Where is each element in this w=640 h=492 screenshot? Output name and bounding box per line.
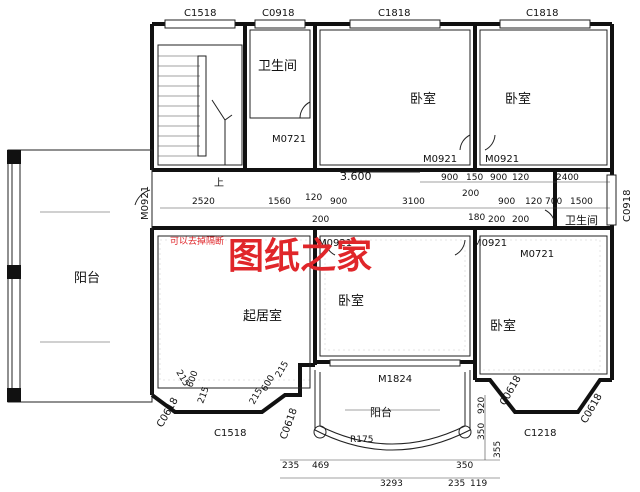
dim-bottom-355: 355	[493, 441, 503, 458]
room-outlines	[157, 29, 608, 389]
dim-200b: 200	[462, 189, 479, 199]
dim-bottom-469: 469	[312, 461, 329, 471]
dim-bay-600a: 600	[185, 369, 200, 389]
stair-up-label: 上	[214, 177, 224, 189]
dim-bottom-235b: 235	[448, 479, 465, 489]
door-label-m0921-c: M0921	[318, 238, 352, 249]
balcony-left	[7, 149, 153, 403]
window-label-c1818-b: C1818	[526, 8, 558, 19]
dim-1560: 1560	[268, 197, 291, 207]
dim-upper-900b: 900	[490, 173, 507, 183]
dim-bottom-920: 920	[477, 397, 487, 414]
door-label-m0921-a: M0921	[423, 154, 457, 165]
door-label-m1824: M1824	[378, 374, 412, 385]
watermark-text: 图纸之家	[228, 235, 372, 277]
dim-120a: 120	[305, 193, 322, 203]
window-label-c1218: C1218	[524, 428, 556, 439]
red-note: 可以去掉隔断	[170, 235, 224, 247]
door-label-m0921-b: M0921	[485, 154, 519, 165]
dim-bottom-3293: 3293	[380, 479, 403, 489]
window-label-c0618-c: C0618	[498, 374, 524, 408]
door-label-m0921-left: M0921	[140, 186, 151, 220]
room-bathroom-top: 卫生间	[258, 59, 297, 74]
dim-upper-120: 120	[512, 173, 529, 183]
top-windows	[164, 19, 617, 367]
window-label-c1518-bottom: C1518	[214, 428, 246, 439]
room-bathroom-right: 卫生间	[565, 213, 598, 227]
balcony-bottom	[313, 370, 472, 451]
dim-bay-215d: 215	[274, 360, 291, 380]
dim-700: 700	[545, 197, 562, 207]
walls	[150, 22, 614, 414]
dim-bay-600b: 600	[260, 373, 277, 393]
room-balcony-left: 阳台	[74, 271, 100, 286]
door-label-m0721-right: M0721	[520, 249, 554, 260]
door-swings	[134, 101, 556, 256]
dim-900b: 900	[498, 197, 515, 207]
room-balcony-bottom: 阳台	[370, 405, 392, 419]
window-label-c0618-b: C0618	[278, 407, 299, 441]
dim-r175: R175	[350, 435, 373, 445]
dim-bottom-119: 119	[470, 479, 487, 489]
dim-200c: 200	[488, 215, 505, 225]
window-label-c1818-a: C1818	[378, 8, 410, 19]
staircase	[157, 44, 243, 166]
dim-bottom-350a: 350	[456, 461, 473, 471]
dim-200d: 200	[512, 215, 529, 225]
room-bedroom-2: 卧室	[505, 91, 531, 107]
room-living: 起居室	[243, 308, 282, 324]
window-label-c0918-right: C0918	[622, 190, 633, 222]
dim-900a: 900	[330, 197, 347, 207]
dimension-lines	[160, 181, 610, 479]
dim-200a: 200	[312, 215, 329, 225]
door-label-m0921-d: M0921	[473, 238, 507, 249]
room-bedroom-1: 卧室	[410, 91, 436, 107]
window-label-c1518-top: C1518	[184, 8, 216, 19]
dim-180: 180	[468, 213, 485, 223]
dim-upper-2400: 2400	[556, 173, 579, 183]
dim-120b: 120	[525, 197, 542, 207]
dim-upper-150: 150	[466, 173, 483, 183]
elevation-label: 3.600	[340, 170, 372, 183]
room-bedroom-3: 卧室	[338, 293, 364, 309]
window-label-c0618-d: C0618	[579, 392, 605, 426]
dim-3100: 3100	[402, 197, 425, 207]
background-hatch	[159, 239, 601, 381]
dim-upper-900a: 900	[441, 173, 458, 183]
dim-1500: 1500	[570, 197, 593, 207]
window-label-c0918-top: C0918	[262, 8, 294, 19]
dim-2520: 2520	[192, 197, 215, 207]
dim-bottom-235a: 235	[282, 461, 299, 471]
door-label-m0721-top: M0721	[272, 134, 306, 145]
room-bedroom-4: 卧室	[490, 318, 516, 334]
dim-bottom-350b: 350	[477, 423, 487, 440]
